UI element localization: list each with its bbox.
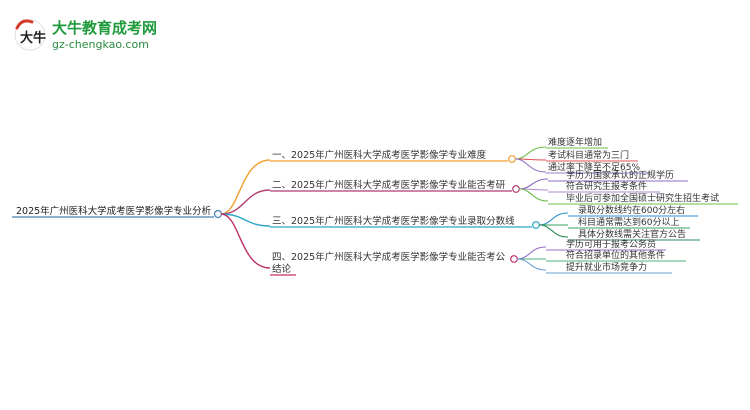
logo-url: gz-chengkao.com (52, 38, 149, 51)
branch-label-civil-service-line2: 结论 (272, 263, 292, 275)
leaf-text: 符合招录单位的其他条件 (566, 249, 665, 261)
edge-leaf (518, 178, 549, 190)
logo-horn-icon (15, 19, 34, 30)
edge-leaf (514, 158, 547, 173)
edge-root-branch2 (220, 189, 271, 215)
root-node[interactable]: 2025年广州医科大学成考医学影像学专业分析 (12, 205, 223, 219)
edge-leaf (538, 212, 569, 226)
root-connector-dot (213, 209, 223, 219)
edge-leaf (516, 246, 547, 260)
leaf-text: 符合研究生报考条件 (566, 180, 647, 192)
logo[interactable]: 大牛 大牛教育成考网 gz-chengkao.com (14, 19, 157, 51)
leaf-text: 学历为国家承认的正规学历 (566, 169, 674, 181)
edge-root-branch4 (220, 213, 271, 269)
edge-leaf (538, 224, 569, 238)
branch-label-civil-service-line1: 四、2025年广州医科大学成考医学影像学专业能否考公 (272, 251, 506, 263)
edge-root-branch3 (220, 213, 271, 227)
leaf-text: 难度逐年增加 (548, 136, 602, 148)
branch-connector-dot (532, 221, 540, 229)
branch-connector-dot (508, 155, 516, 163)
logo-title: 大牛教育成考网 (52, 19, 157, 37)
leaf-text: 录取分数线约在600分左右 (578, 204, 685, 216)
edge-root-branch1 (220, 159, 271, 215)
branch-difficulty[interactable]: 一、2025年广州医科大学成考医学影像学专业难度 难度逐年增加 考试科目通常为三… (270, 136, 650, 174)
branch-cutoff-score[interactable]: 三、2025年广州医科大学成考医学影像学专业录取分数线 录取分数线约在600分左… (270, 204, 700, 241)
root-label: 2025年广州医科大学成考医学影像学专业分析 (16, 205, 212, 217)
branch-label-postgraduate: 二、2025年广州医科大学成考医学影像学专业能否考研 (272, 179, 506, 191)
edge-leaf (516, 258, 547, 271)
leaf-text: 具体分数线需关注官方公告 (578, 228, 686, 240)
branch-label-difficulty: 一、2025年广州医科大学成考医学影像学专业难度 (272, 149, 487, 161)
leaf-text: 考试科目通常为三门 (548, 149, 629, 161)
leaf-text: 提升就业市场竞争力 (566, 261, 647, 273)
edge-leaf (518, 188, 549, 202)
branch-civil-service[interactable]: 四、2025年广州医科大学成考医学影像学专业能否考公 结论 学历可用于报考公务员… (270, 238, 686, 276)
leaf-text: 通过率下降至不足65% (548, 161, 640, 173)
leaf-text: 科目通常需达到60分以上 (578, 216, 679, 228)
branch-connector-dot (512, 185, 520, 193)
branch-connector-dot (510, 255, 518, 263)
branch-label-cutoff-score: 三、2025年广州医科大学成考医学影像学专业录取分数线 (272, 215, 515, 227)
logo-mark-text: 大牛 (20, 30, 46, 46)
branch-postgraduate[interactable]: 二、2025年广州医科大学成考医学影像学专业能否考研 学历为国家承认的正规学历 … (270, 169, 738, 205)
edge-leaf (514, 146, 547, 160)
leaf-text: 毕业后可参加全国硕士研究生招生考试 (566, 192, 719, 204)
leaf-text: 学历可用于报考公务员 (566, 238, 656, 250)
